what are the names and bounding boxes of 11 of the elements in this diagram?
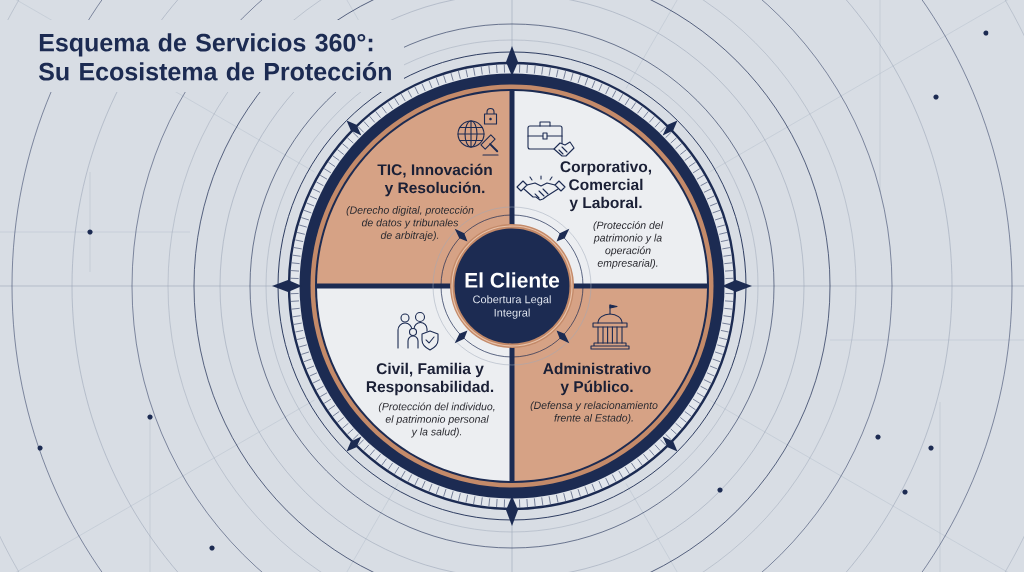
title: Esquema de Servicios 360°: Su Ecosistema de Protección: [38, 33, 391, 81]
panel-heading: Administrativo y Público.: [543, 362, 651, 396]
center-title: El Cliente: [465, 272, 560, 288]
panel-heading: TIC, Innovación y Resolución.: [377, 163, 492, 197]
center-subtitle: Cobertura Legal Integral: [473, 295, 551, 319]
panel-description: (Protección del patrimonio y la operación empresarial).: [593, 221, 664, 269]
panel-description: (Derecho digital, protección de datos y tribunales de arbitraje).: [346, 205, 474, 242]
panel-heading: Civil, Familia y Responsabilidad.: [366, 362, 494, 396]
panel-heading: Corporativo, Comercial y Laboral.: [560, 160, 652, 212]
panel-description: (Protección del individuo, el patrimonio personal y la salud).: [378, 402, 495, 438]
panel-description: (Defensa y relacionamiento frente al Estado).: [530, 401, 658, 424]
